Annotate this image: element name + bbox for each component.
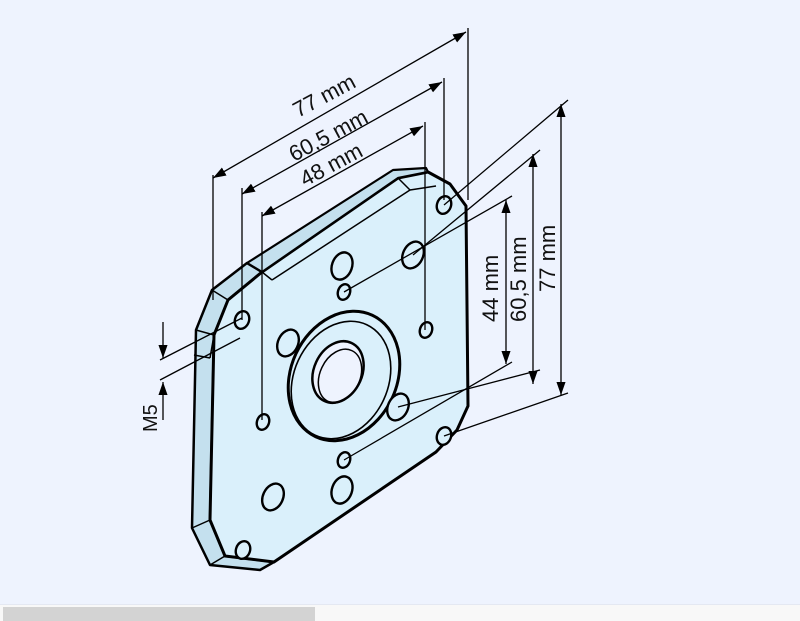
thread-label-m5: M5 [140,404,162,432]
mounting-holes [233,195,453,560]
horizontal-dimensions [212,28,469,420]
dim-label-77mm-vertical: 77 mm [535,225,560,292]
horizontal-dimension-labels: 77 mm 60,5 mm 48 mm [285,69,372,192]
mounting-plate [190,166,470,572]
vertical-dimension-labels: 44 mm 60,5 mm 77 mm [478,225,560,322]
thread-dimension [158,317,243,420]
technical-drawing: 77 mm 60,5 mm 48 mm 44 mm 60,5 mm 77 mm … [140,28,569,572]
vertical-dimensions [343,99,569,461]
horizontal-scrollbar[interactable] [0,604,800,621]
dim-label-60-5mm-vertical: 60,5 mm [506,236,531,322]
dim-label-44mm-vertical: 44 mm [478,255,503,322]
scrollbar-thumb[interactable] [3,607,315,621]
